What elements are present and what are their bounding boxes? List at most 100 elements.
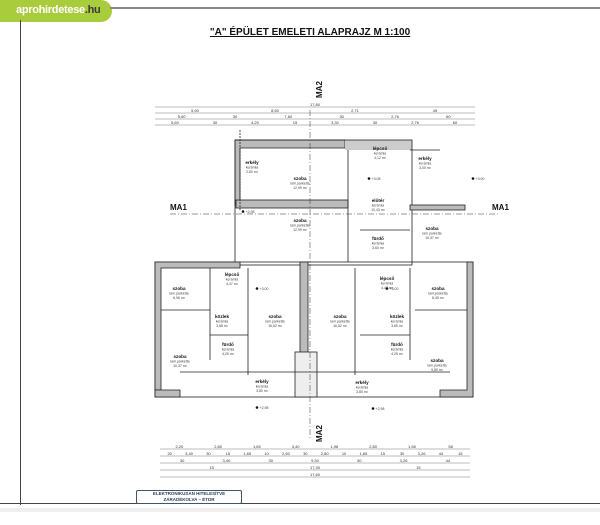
- dimension-label: 58: [448, 444, 453, 449]
- room-name: szoba: [333, 314, 346, 319]
- dimension-label: 44: [439, 451, 444, 456]
- dimension-label: 30: [180, 458, 185, 463]
- room-name: szoba: [293, 176, 306, 181]
- dimension-label: 49: [433, 108, 438, 113]
- top-divider: [110, 7, 600, 9]
- site-logo[interactable]: aprohirdetese.hu: [0, 0, 112, 22]
- dimension-label: 60: [453, 120, 458, 125]
- level-marker-icon: [255, 287, 259, 290]
- room-name: erkély: [255, 379, 269, 384]
- level-mark: +2,98: [260, 406, 269, 410]
- bottom-border: [0, 503, 600, 504]
- dimension-label: 15: [381, 451, 386, 456]
- room-area: 3,80 m²: [256, 389, 269, 393]
- room-floor: kerámia: [226, 278, 239, 282]
- room-area: 10,37 m²: [173, 364, 188, 368]
- room-floor: kerámia: [216, 320, 229, 324]
- room-floor: kerámia: [222, 348, 235, 352]
- room-area: 3,80 m²: [356, 390, 369, 394]
- dimension-label: 10: [342, 451, 347, 456]
- room-floor: lam.parketta: [290, 224, 309, 228]
- section-mark-right: MA1: [492, 203, 509, 212]
- room-name: szoba: [293, 218, 306, 223]
- dimension-label: 5,90: [191, 108, 200, 113]
- bottom-band: [0, 508, 600, 512]
- dimension-label: 1,65: [253, 444, 262, 449]
- room-name: fürdő: [222, 342, 234, 347]
- left-border: [20, 20, 21, 505]
- dimension-label: 7,60: [284, 114, 293, 119]
- dimension-label: 3,26: [418, 451, 427, 456]
- dimension-label: 30: [339, 114, 344, 119]
- room-floor: kerámia: [419, 162, 432, 166]
- room-floor: lam.parketta: [290, 182, 309, 186]
- dimension-label: 9,30: [311, 458, 320, 463]
- dimension-label: 15: [416, 465, 421, 470]
- dimension-label: 17,80: [310, 102, 321, 107]
- dimension-label: 3,40: [223, 458, 232, 463]
- room-area: 10,37 m²: [425, 236, 440, 240]
- level-mark: +3,08: [372, 177, 381, 181]
- room-area: 12,99 m²: [293, 186, 308, 190]
- room-name: előtér: [372, 198, 385, 203]
- room-floor: kerámia: [372, 204, 385, 208]
- room-area: 2,60 m²: [246, 170, 259, 174]
- room-floor: kerámia: [256, 385, 269, 389]
- room-floor: kerámia: [372, 242, 385, 246]
- room-name: erkély: [418, 156, 432, 161]
- dimension-label: 2,20: [175, 444, 184, 449]
- dimension-label: 15: [293, 120, 298, 125]
- level-mark: +3,00: [390, 287, 399, 291]
- room-floor: lam.parketta: [330, 320, 349, 324]
- section-mark-bottom: MA2: [315, 425, 324, 442]
- dimension-label: 1,65: [243, 451, 252, 456]
- room-floor: kerámia: [391, 348, 404, 352]
- dimension-label: 60: [446, 114, 451, 119]
- room-area: 12,99 m²: [293, 228, 308, 232]
- room-area: 4,25 m²: [391, 352, 404, 356]
- room-area: 16,62 m²: [268, 324, 283, 328]
- section-mark-left: MA1: [170, 203, 187, 212]
- room-area: 4,25 m²: [222, 352, 235, 356]
- room-floor: lam.parketta: [265, 320, 284, 324]
- room-area: 3,00 m²: [419, 166, 432, 170]
- dimension-label: 2,71: [351, 108, 360, 113]
- dimension-label: 3,30: [331, 120, 340, 125]
- room-area: 3,60 m²: [372, 246, 385, 250]
- dimension-label: 2,80: [321, 451, 330, 456]
- drawing-title: "A" ÉPÜLET EMELETI ALAPRAJZ M 1:100: [209, 27, 411, 38]
- room-floor: lam.parketta: [170, 360, 189, 364]
- stamp-line-1: ELEKTRONIKUSAN HITELESÍTVE: [152, 491, 226, 496]
- dimension-label: 30: [357, 458, 362, 463]
- room-name: lépcső: [225, 272, 240, 277]
- level-marker-icon: [385, 287, 389, 290]
- room-area: 16,62 m²: [333, 324, 348, 328]
- level-mark: +2,98: [246, 210, 255, 214]
- level-marker-icon: [255, 406, 259, 409]
- dimension-label: 1,98: [330, 444, 339, 449]
- room-name: szoba: [173, 354, 186, 359]
- room-name: lépcső: [380, 276, 395, 281]
- dimension-label: 30: [233, 114, 238, 119]
- room-name: erkély: [355, 380, 369, 385]
- dimension-label: 15: [458, 451, 463, 456]
- dimension-label: 2,80: [214, 444, 223, 449]
- level-mark: +2,98: [376, 407, 385, 411]
- room-floor: lam.parketta: [427, 364, 446, 368]
- dimension-label: 20: [167, 451, 172, 456]
- dimension-label: 30: [373, 120, 378, 125]
- logo-text: aprohirdetese: [16, 4, 85, 16]
- dimension-label: 3,26: [400, 458, 409, 463]
- dimension-label: 2,80: [369, 444, 378, 449]
